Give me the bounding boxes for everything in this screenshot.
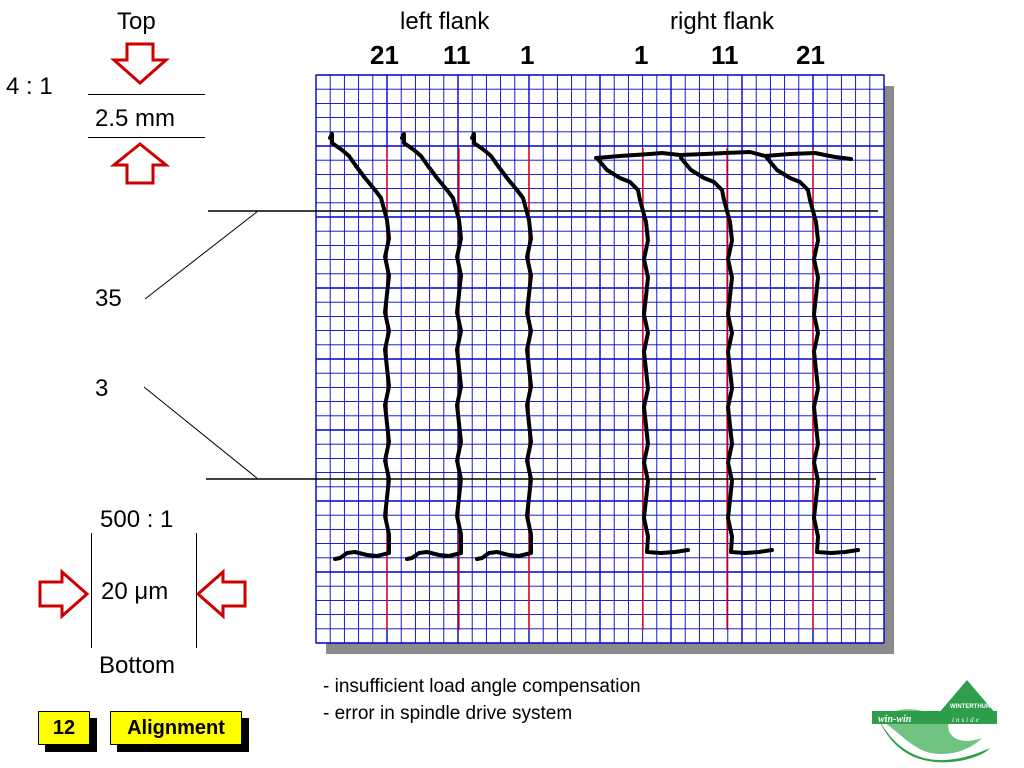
page-number-badge: 12 bbox=[38, 711, 90, 745]
logo-brand: WINTERTHUR bbox=[950, 704, 991, 710]
flank-trace bbox=[328, 132, 391, 561]
arrow-down-icon bbox=[110, 42, 170, 86]
marker-35-leader bbox=[144, 210, 259, 300]
scale-bottom-value: 20 μm bbox=[101, 578, 169, 605]
flank-trace bbox=[400, 132, 463, 561]
logo-banner bbox=[872, 711, 997, 724]
arrow-up-icon bbox=[109, 142, 171, 185]
arrow-right-icon bbox=[38, 568, 90, 620]
flank-number-right-11: 11 bbox=[711, 40, 739, 70]
flank-traces bbox=[328, 132, 860, 561]
flank-trace bbox=[470, 132, 533, 561]
bottom-label: Bottom bbox=[99, 652, 176, 679]
marker-3-leader bbox=[143, 386, 259, 480]
marker-3-label: 3 bbox=[95, 375, 109, 402]
scale-bottom-line-right bbox=[196, 533, 197, 648]
scale-top-ratio: 4 : 1 bbox=[6, 73, 53, 100]
flank-number-right-21: 21 bbox=[796, 40, 825, 70]
flank-trace bbox=[765, 156, 860, 555]
scale-top-line-lower bbox=[88, 137, 205, 138]
scale-top-value: 2.5 mm bbox=[95, 105, 176, 132]
flank-trace bbox=[679, 156, 774, 555]
logo-inside: inside bbox=[952, 716, 981, 724]
flank-trace bbox=[594, 150, 853, 161]
flank-trace bbox=[595, 156, 690, 555]
scale-bottom-ratio: 500 : 1 bbox=[100, 506, 174, 533]
flank-number-left-1: 1 bbox=[520, 40, 535, 70]
flank-number-right-1: 1 bbox=[634, 40, 649, 70]
section-badge: Alignment bbox=[110, 711, 242, 745]
scale-bottom-line-left bbox=[91, 533, 92, 648]
arrow-left-icon bbox=[195, 568, 247, 620]
scale-top-line-upper bbox=[88, 94, 205, 95]
left-flank-label: left flank bbox=[400, 8, 490, 35]
flank-number-left-21: 21 bbox=[370, 40, 399, 70]
note-spindle-drive: - error in spindle drive system bbox=[323, 703, 573, 724]
right-flank-label: right flank bbox=[670, 8, 775, 35]
logo-win-win: win-win bbox=[878, 714, 912, 725]
winterthur-logo: win-win WINTERTHUR inside bbox=[872, 680, 997, 763]
logo-triangle bbox=[938, 680, 996, 714]
top-label: Top bbox=[117, 8, 156, 35]
flank-number-left-11: 11 bbox=[443, 40, 471, 70]
marker-35-label: 35 bbox=[95, 285, 122, 312]
note-load-angle: - insufficient load angle compensation bbox=[323, 676, 641, 697]
